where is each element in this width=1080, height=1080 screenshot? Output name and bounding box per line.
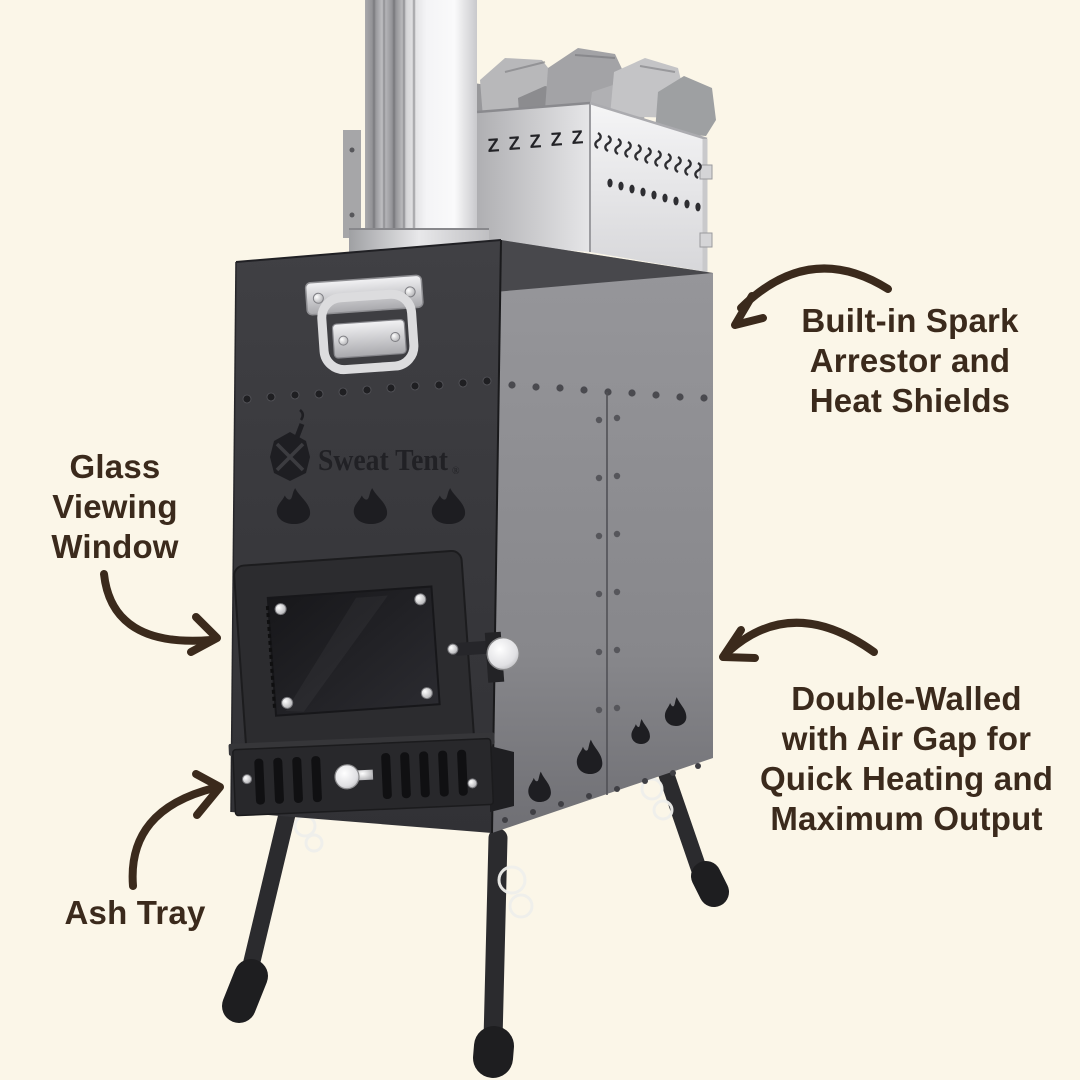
callout-line: Heat Shields bbox=[809, 382, 1011, 419]
callout-ash-tray: Ash Tray bbox=[35, 893, 235, 933]
callout-line: Window bbox=[51, 528, 179, 565]
ash-tray bbox=[228, 732, 495, 817]
right-leg bbox=[652, 748, 710, 886]
callout-line: Viewing bbox=[52, 488, 178, 525]
callout-glass-viewing-window: Glass Viewing Window bbox=[15, 447, 215, 567]
svg-text:Z: Z bbox=[487, 135, 500, 157]
callout-line: Built-in Spark bbox=[801, 302, 1019, 339]
svg-text:Z: Z bbox=[550, 129, 563, 151]
ash-tray-arrow bbox=[128, 770, 224, 890]
leg-pin-rings bbox=[293, 777, 674, 919]
window-screw bbox=[274, 603, 287, 616]
callout-spark-arrestor: Built-in Spark Arrestor and Heat Shields bbox=[755, 301, 1065, 421]
glass-window-arrow bbox=[100, 570, 221, 656]
spark-arrestor-arrow bbox=[731, 264, 892, 329]
callout-line: Arrestor and bbox=[809, 342, 1011, 379]
side-bottom-rivets bbox=[502, 763, 701, 823]
stove-legs bbox=[222, 748, 729, 1078]
brand-logo: Sweat Tent ® bbox=[270, 409, 460, 481]
front-rivets bbox=[242, 376, 492, 404]
svg-text:Z: Z bbox=[571, 127, 584, 149]
callout-line: Maximum Output bbox=[770, 800, 1043, 837]
front-right-foot bbox=[473, 1026, 514, 1078]
window-screw bbox=[414, 593, 427, 606]
latch-knob bbox=[486, 636, 521, 671]
svg-text:Z: Z bbox=[508, 133, 521, 155]
basket-hole-vents bbox=[607, 178, 701, 212]
spark-arrestor-vents: Z Z Z Z Z bbox=[487, 127, 584, 157]
double-walled-arrow bbox=[719, 618, 878, 662]
callout-line: Glass bbox=[69, 448, 161, 485]
callout-line: with Air Gap for bbox=[781, 720, 1032, 757]
ash-tray-knob bbox=[334, 764, 360, 790]
front-right-leg bbox=[483, 828, 508, 1050]
seam-rivets bbox=[595, 414, 621, 714]
ash-tray-vents bbox=[254, 749, 468, 805]
callout-line: Quick Heating and bbox=[759, 760, 1054, 797]
callout-line: Ash Tray bbox=[64, 894, 206, 931]
brand-logo-text: Sweat Tent bbox=[318, 442, 449, 477]
stove-body: Sweat Tent ® bbox=[228, 239, 713, 834]
stove-door bbox=[233, 550, 521, 765]
front-left-leg bbox=[239, 797, 298, 987]
window-screw bbox=[420, 687, 433, 700]
callout-double-walled: Double-Walled with Air Gap for Quick Hea… bbox=[738, 679, 1075, 839]
callout-line: Double-Walled bbox=[791, 680, 1022, 717]
chimney-pipe bbox=[343, 0, 489, 262]
stove-side-panel bbox=[492, 240, 713, 833]
front-left-foot bbox=[222, 959, 268, 1023]
chimney-bracket bbox=[343, 130, 361, 238]
registered-mark: ® bbox=[452, 466, 460, 477]
basket-front-panel bbox=[477, 103, 590, 252]
door-hinge bbox=[265, 605, 276, 708]
side-rivets bbox=[508, 381, 708, 402]
spark-arrestor-basket: Z Z Z Z Z bbox=[476, 101, 713, 272]
door-latch bbox=[447, 631, 521, 683]
right-foot bbox=[691, 861, 729, 907]
carry-handle bbox=[304, 274, 424, 375]
window-screw bbox=[281, 696, 294, 709]
svg-text:Z: Z bbox=[529, 131, 542, 153]
smoke-icon bbox=[299, 409, 304, 421]
basket-squiggle-vents bbox=[594, 131, 702, 180]
